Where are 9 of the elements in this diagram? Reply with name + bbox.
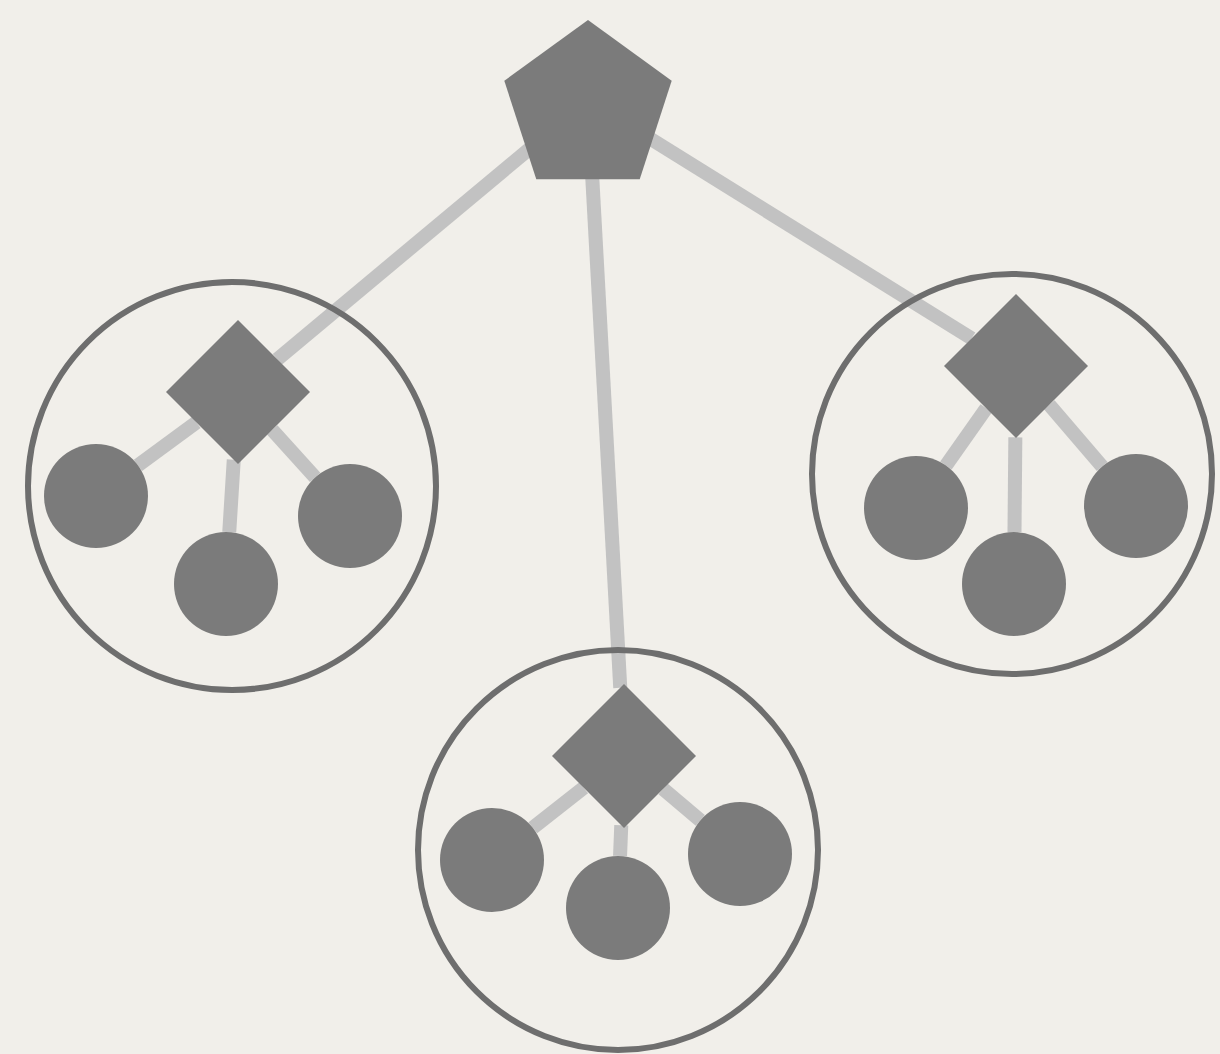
connector-line (613, 825, 629, 857)
connector-line (1007, 437, 1023, 533)
connector-line (133, 416, 201, 471)
connector-line (1043, 400, 1108, 472)
connector-line (940, 404, 992, 470)
connector-line (658, 783, 705, 826)
connector-line (528, 782, 589, 834)
connector-line (222, 459, 241, 533)
connector-line (266, 425, 321, 483)
